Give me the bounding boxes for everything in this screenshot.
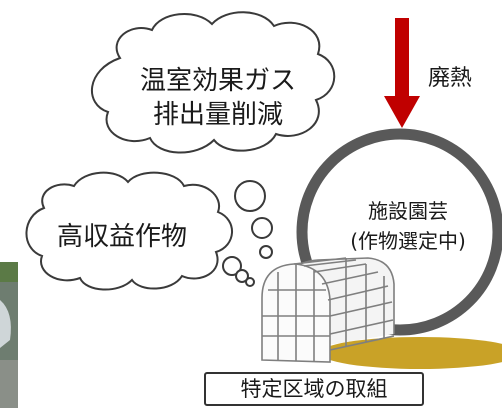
facility-text: 施設園芸 (作物選定中) <box>318 196 498 256</box>
ghg-line-2: 排出量削減 <box>152 100 283 130</box>
facility-ring <box>296 128 502 336</box>
ground-ellipse <box>320 337 502 369</box>
ghg-line-1: 温室効果ガス <box>139 66 296 96</box>
partial-photo <box>0 262 18 408</box>
waste-heat-arrow <box>384 18 420 128</box>
greenhouse-icon <box>261 257 395 363</box>
thought-bubbles <box>222 180 273 287</box>
cloud-ghg <box>91 11 336 154</box>
cloud-ghg-text: 温室効果ガス 排出量削減 <box>118 64 318 132</box>
waste-heat-label: 廃熱 <box>428 66 473 91</box>
cloud-crop <box>25 171 233 291</box>
facility-line-2: (作物選定中) <box>350 229 466 253</box>
cloud-crop-text: 高収益作物 <box>56 222 187 252</box>
caption-box: 特定区域の取組 <box>204 372 424 406</box>
facility-line-1: 施設園芸 <box>368 199 448 223</box>
